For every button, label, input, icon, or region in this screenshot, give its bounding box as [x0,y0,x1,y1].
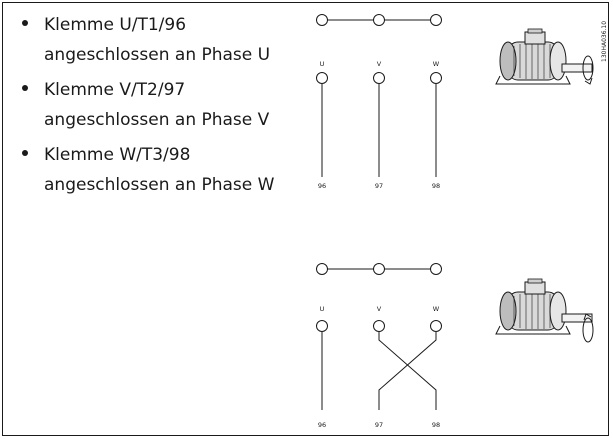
rotation-arrow-icon [582,313,594,343]
terminal-node [316,14,328,26]
terminal-list: Klemme U/T1/96 angeschlossen an Phase U … [14,10,304,205]
terminal-node [373,263,385,275]
phase-label: W [433,60,440,68]
upper-diagram: U V W 96 97 98 [316,14,594,190]
terminal-node [316,72,328,84]
terminal-node [430,72,442,84]
rotation-arrow-icon [582,55,594,85]
bullet-dot [22,20,28,26]
terminal-node [430,14,442,26]
document-id: 130HA036.10 [601,21,608,62]
list-item: Klemme W/T3/98 angeschlossen an Phase W [14,140,304,200]
terminal-number: 98 [432,182,440,190]
terminal-number: 98 [432,421,440,429]
terminal-description: Klemme U/T1/96 angeschlossen an Phase U [44,15,271,65]
terminal-description: Klemme V/T2/97 angeschlossen an Phase V [44,80,270,130]
terminal-node [373,14,385,26]
motor-icon [495,28,593,85]
figure-frame [2,2,609,436]
bullet-dot [22,150,28,156]
list-item: Klemme V/T2/97 angeschlossen an Phase V [14,75,304,135]
terminal-node [316,263,328,275]
crossed-wire [378,332,437,410]
phase-label: U [320,60,325,68]
terminal-description: Klemme W/T3/98 angeschlossen an Phase W [44,145,275,195]
terminal-number: 96 [318,182,326,190]
terminal-number: 97 [375,421,383,429]
terminal-node [373,320,385,332]
phase-label: U [320,305,325,313]
terminal-node [316,320,328,332]
phase-label: V [377,60,382,68]
motor-icon [495,278,593,335]
terminal-number: 96 [318,421,326,429]
list-item: Klemme U/T1/96 angeschlossen an Phase U [14,10,304,70]
terminal-number: 97 [375,182,383,190]
lower-diagram: U V W 96 97 98 [316,263,594,429]
terminal-node [430,263,442,275]
bullet-dot [22,85,28,91]
crossed-wire [378,332,437,410]
phase-label: W [433,305,440,313]
terminal-node [373,72,385,84]
phase-label: V [377,305,382,313]
terminal-node [430,320,442,332]
